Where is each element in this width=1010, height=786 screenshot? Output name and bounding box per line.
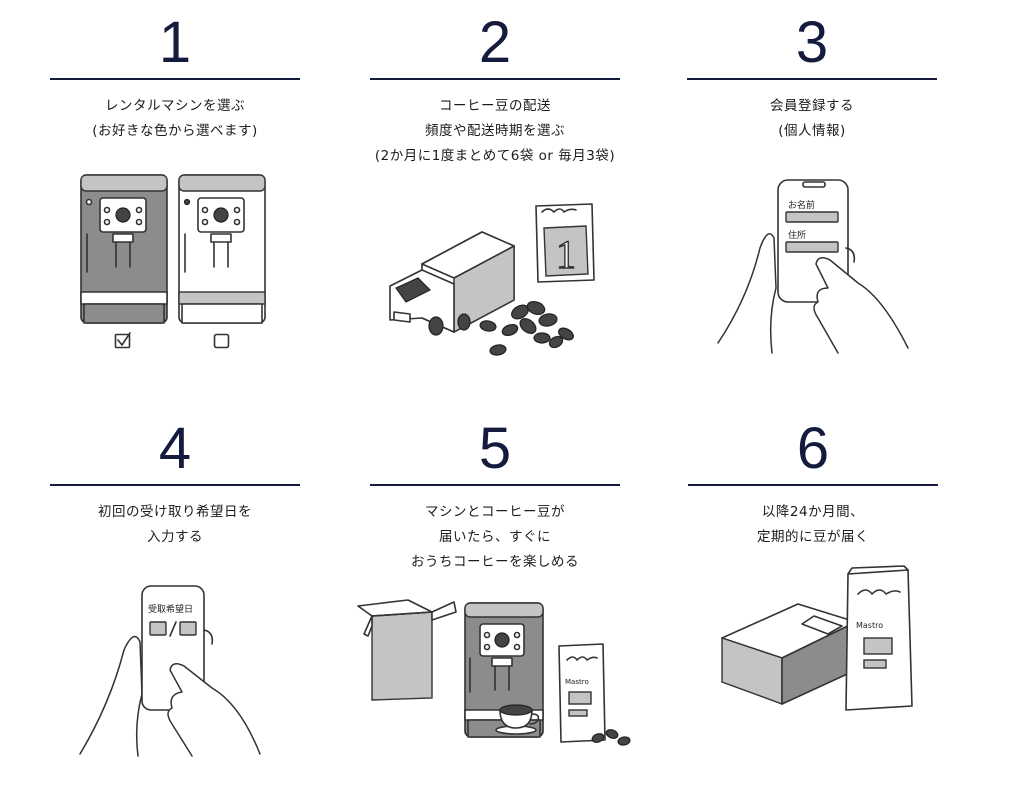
smartphone-hand-icon: 受取希望日 — [79, 585, 261, 757]
divider — [370, 484, 620, 486]
coffee-beans-icon — [591, 729, 631, 746]
desc-line: 届いたら、すぐに — [439, 529, 551, 545]
coffee-bag-icon: Mastro — [558, 643, 606, 743]
step-number: 4 — [158, 416, 192, 481]
desc-line: マシンとコーヒー豆が — [425, 504, 565, 520]
divider — [50, 78, 300, 80]
step-description: マシンとコーヒー豆が 届いたら、すぐに おうちコーヒーを楽しめる — [370, 500, 620, 575]
step-description: コーヒー豆の配送 頻度や配送時期を選ぶ (2か月に1度まとめて6袋 or 毎月3… — [370, 94, 620, 169]
checkbox-empty-icon[interactable] — [213, 332, 231, 350]
step-description: レンタルマシンを選ぶ (お好きな色から選べます) — [50, 94, 300, 144]
desc-line: 入力する — [147, 529, 203, 545]
step-5: 5 マシンとコーヒー豆が 届いたら、すぐに おうちコーヒーを楽しめる — [370, 420, 620, 575]
cardboard-box-icon — [357, 599, 457, 701]
checkbox-checked-icon[interactable] — [114, 332, 132, 350]
machine-gray-icon — [80, 174, 168, 324]
smartphone-hand-icon: お名前 住所 — [717, 179, 909, 354]
step-2: 2 コーヒー豆の配送 頻度や配送時期を選ぶ (2か月に1度まとめて6袋 or 毎… — [370, 14, 620, 169]
svg-text:Mastro: Mastro — [856, 621, 883, 630]
svg-text:住所: 住所 — [788, 229, 806, 241]
truck-icon — [389, 231, 515, 336]
step-1: 1 レンタルマシンを選ぶ (お好きな色から選べます) — [50, 14, 300, 144]
desc-line: (お好きな色から選べます) — [92, 123, 258, 139]
machine-white-icon — [178, 174, 266, 324]
svg-text:Mastro: Mastro — [565, 678, 589, 686]
step-description: 初回の受け取り希望日を 入力する — [50, 500, 300, 550]
desc-line: (個人情報) — [778, 123, 846, 139]
step-number: 1 — [158, 10, 192, 75]
coffee-bag-icon: Mastro — [845, 565, 913, 711]
svg-text:受取希望日: 受取希望日 — [148, 603, 193, 615]
step-4: 4 初回の受け取り希望日を 入力する — [50, 420, 300, 550]
divider — [50, 484, 300, 486]
step-number: 3 — [795, 10, 829, 75]
svg-text:1: 1 — [556, 232, 576, 277]
step-number: 6 — [796, 416, 830, 481]
desc-line: 以降24か月間、 — [761, 504, 865, 520]
desc-line: レンタルマシンを選ぶ — [105, 98, 245, 114]
step-description: 会員登録する (個人情報) — [687, 94, 937, 144]
divider — [688, 484, 938, 486]
desc-line: 会員登録する — [770, 98, 854, 114]
step-6: 6 以降24か月間、 定期的に豆が届く — [688, 420, 938, 550]
step-description: 以降24か月間、 定期的に豆が届く — [688, 500, 938, 550]
step-3: 3 会員登録する (個人情報) — [687, 14, 937, 144]
divider — [370, 78, 620, 80]
desc-line: おうちコーヒーを楽しめる — [411, 554, 579, 570]
coffee-cup-icon — [495, 704, 540, 735]
desc-line: 初回の受け取り希望日を — [98, 504, 252, 520]
cardboard-box-icon — [721, 603, 857, 706]
step-number: 2 — [478, 10, 512, 75]
coffee-beans-icon — [479, 300, 574, 356]
desc-line: 頻度や配送時期を選ぶ — [425, 123, 565, 139]
desc-line: コーヒー豆の配送 — [439, 98, 551, 114]
divider — [687, 78, 937, 80]
calendar-icon: 1 — [535, 203, 595, 283]
svg-text:お名前: お名前 — [788, 199, 815, 211]
desc-line: 定期的に豆が届く — [757, 529, 869, 545]
step-number: 5 — [478, 416, 512, 481]
desc-line: (2か月に1度まとめて6袋 or 毎月3袋) — [374, 148, 616, 164]
